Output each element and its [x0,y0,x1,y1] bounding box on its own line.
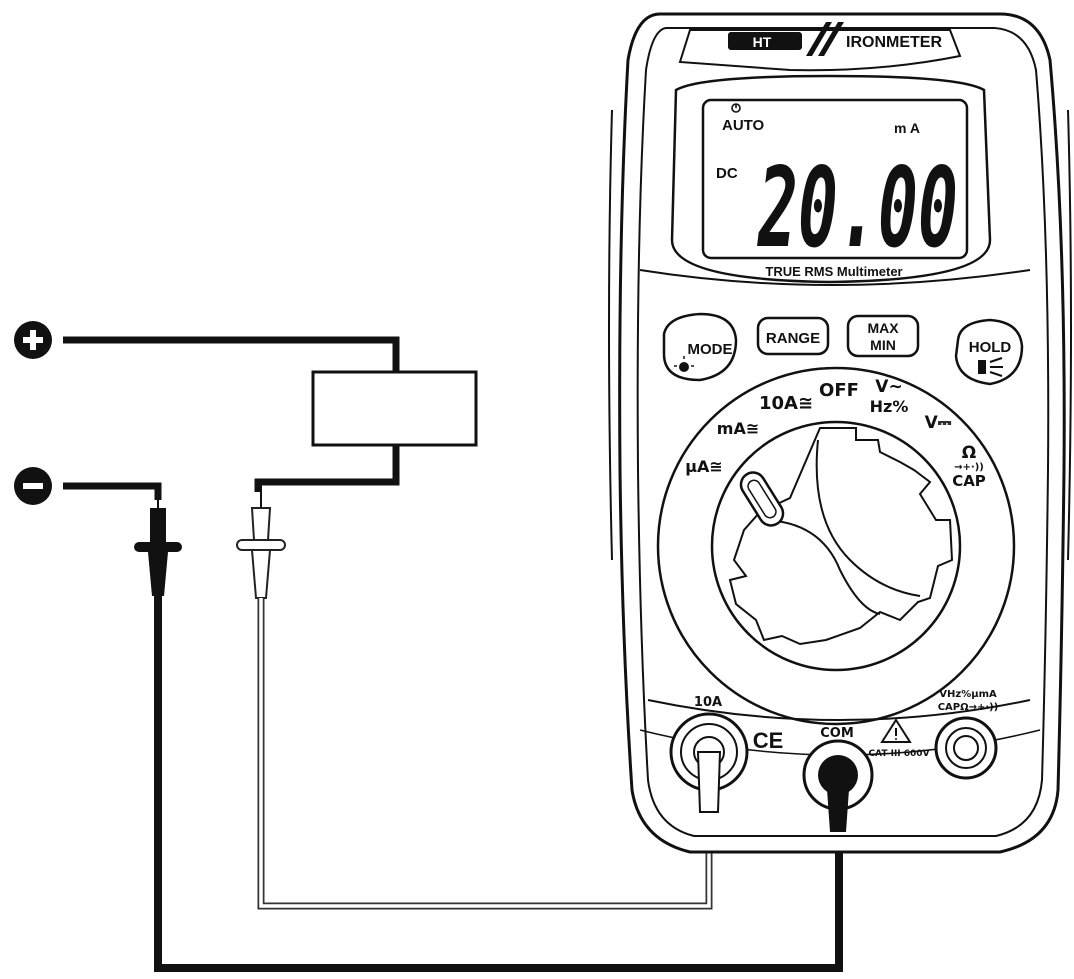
negative-wire [63,482,162,500]
flashlight-icon [978,357,1003,377]
com-input-jack[interactable] [802,739,874,832]
dial-pointer-icon [739,471,785,527]
dial-label-ma: mA≅ [717,419,759,438]
auto-off-icon [731,103,741,113]
ce-mark: CE [753,728,784,753]
dial-label-ohm: Ω [962,443,976,463]
dial-label-diode-buzzer: →+·)) [954,462,984,473]
dial-label-cap: CAP [952,472,986,490]
backlight-bulb-icon [674,356,694,372]
jack-label-right-line2: CAPΩ→+·)) [938,702,999,713]
jack-label-10a: 10A [694,695,722,710]
max-label: MAX [867,320,899,336]
negative-terminal-icon [14,467,52,505]
range-button[interactable]: RANGE [756,316,830,356]
max-min-button[interactable]: MAX MIN [846,314,920,358]
positive-wire [63,336,400,372]
model-name: IRONMETER [846,34,942,51]
dial-label-v-dc: V⎓ [925,413,952,433]
positive-terminal-icon [14,321,52,359]
lcd-auto-indicator: AUTO [722,117,765,134]
dial-label-v-ac: V∼ [875,377,902,397]
mode-button-label: MODE [688,341,733,358]
cat-rating: CAT III 600V [868,749,929,759]
meter-subtitle: TRUE RMS Multimeter [765,264,902,279]
load-output-wire [254,445,400,492]
red-test-probe [236,482,713,910]
lcd-dc-indicator: DC [716,165,738,182]
warning-icon [880,718,912,743]
jack-label-com: COM [820,726,854,741]
jack-label-right-line1: VHz%µmA [939,689,997,700]
circuit [14,321,478,505]
dial-label-hz-percent: Hz% [870,397,909,416]
ht-logo: HT [728,22,844,56]
black-test-probe [134,486,843,972]
10a-input-jack[interactable] [669,712,749,813]
lcd-unit: m A [894,120,920,136]
lcd-reading: 20.00 [757,144,958,272]
min-label: MIN [870,337,896,353]
v-ohm-ma-input-jack[interactable] [934,716,998,780]
ht-logo-text: HT [753,34,772,50]
hold-button[interactable]: HOLD [954,318,1024,386]
dial-label-off: OFF [819,380,859,401]
multimeter: HT IRONMETER AUTO m A DC 20.00 TRUE RMS … [608,12,1072,854]
lcd-screen [701,98,969,260]
dial-label-10a: 10A≅ [759,393,813,414]
rotary-selector-dial[interactable] [656,366,1016,726]
load-box [311,370,478,447]
mode-button[interactable]: MODE [662,312,738,382]
dial-label-ua: µA≅ [685,457,723,476]
hold-button-label: HOLD [969,339,1012,356]
range-button-label: RANGE [766,330,820,347]
